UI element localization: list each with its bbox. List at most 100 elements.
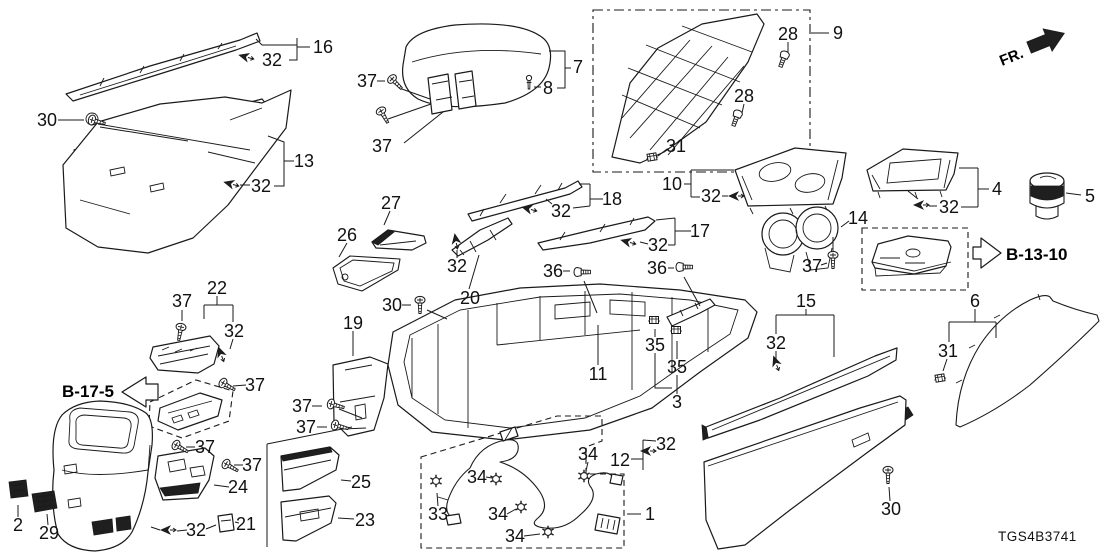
callout-4: 4 xyxy=(992,179,1002,199)
callout-31: 31 xyxy=(938,341,958,361)
callout-30: 30 xyxy=(37,110,57,130)
part-7-armrest-lid xyxy=(401,23,552,115)
part-26-console-mat xyxy=(332,255,401,292)
clip-32-icon xyxy=(728,191,745,201)
callout-33: 33 xyxy=(428,504,448,524)
callout-24: 24 xyxy=(228,477,248,497)
callout-35: 35 xyxy=(645,335,665,355)
part-12-lower-panel xyxy=(703,395,907,550)
callout-36: 36 xyxy=(543,261,563,281)
clip-34-icon xyxy=(514,500,528,514)
callout-13: 13 xyxy=(294,151,314,171)
part-4-console-trim xyxy=(866,148,959,199)
callout-20: 20 xyxy=(460,288,480,308)
part-5-cup-insert xyxy=(1029,172,1065,220)
clip-35-icon xyxy=(669,326,683,334)
clip-32-icon xyxy=(160,525,177,535)
bolt-36-icon xyxy=(573,267,591,277)
callout-34: 34 xyxy=(467,467,487,487)
bolt-28-icon xyxy=(728,108,744,128)
screw-37-icon xyxy=(374,104,393,126)
part-21-clip-bracket xyxy=(217,513,235,533)
part-18-side-garnish xyxy=(467,180,583,222)
b-13-10-arrow-icon xyxy=(972,237,1002,269)
clip-31-icon xyxy=(932,373,948,383)
callout-37: 37 xyxy=(296,417,316,437)
clip-32-icon xyxy=(237,50,256,64)
leader-lines xyxy=(17,32,1082,547)
part-2-switch xyxy=(8,479,29,499)
part-b175-switch-panel xyxy=(148,379,234,439)
part-20-bracket-rail xyxy=(451,217,513,257)
part-27-trim-strip xyxy=(371,229,427,251)
callout-7: 7 xyxy=(573,57,583,77)
callout-34: 34 xyxy=(488,504,508,524)
part-23-rear-trim xyxy=(280,495,337,542)
part-17-side-garnish xyxy=(537,216,656,251)
callout-5: 5 xyxy=(1085,186,1095,206)
clip-32-icon xyxy=(619,235,638,249)
part-25-rear-trim xyxy=(280,446,340,492)
callout-37: 37 xyxy=(172,291,192,311)
fr-direction-arrow: FR. xyxy=(997,28,1065,70)
callout-32: 32 xyxy=(551,201,571,221)
ref-b-17-5: B-17-5 xyxy=(62,382,114,401)
part-21-rear-console-cover xyxy=(52,400,153,552)
callout-8: 8 xyxy=(543,78,553,98)
screw-37-icon xyxy=(173,322,188,342)
part-b1310-module xyxy=(861,227,969,291)
callout-12: 12 xyxy=(610,450,630,470)
callout-15: 15 xyxy=(796,291,816,311)
callout-27: 27 xyxy=(381,193,401,213)
bolt-36-icon xyxy=(675,262,693,272)
callout-37: 37 xyxy=(195,437,215,457)
callout-32: 32 xyxy=(701,186,721,206)
callout-34: 34 xyxy=(505,526,525,546)
callout-9: 9 xyxy=(833,23,843,43)
diagram-code: TGS4B3741 xyxy=(998,529,1077,544)
callout-19: 19 xyxy=(343,313,363,333)
callout-17: 17 xyxy=(690,221,710,241)
fr-label: FR. xyxy=(997,45,1026,70)
callout-6: 6 xyxy=(970,291,980,311)
part-15-side-panel xyxy=(701,347,898,441)
callout-16: 16 xyxy=(313,37,333,57)
callout-23: 23 xyxy=(355,510,375,530)
callout-36: 36 xyxy=(647,258,667,278)
callout-32: 32 xyxy=(766,333,786,353)
part-11-console-frame xyxy=(387,283,758,441)
reference-labels: B-17-5 B-13-10 xyxy=(62,245,1067,401)
callout-32: 32 xyxy=(186,520,206,540)
callout-37: 37 xyxy=(372,136,392,156)
part-16-garnish-strip xyxy=(65,32,261,102)
callout-10: 10 xyxy=(662,174,682,194)
part-13-console-panel xyxy=(62,89,292,254)
bolt-28-icon xyxy=(775,49,791,69)
callout-29: 29 xyxy=(39,523,59,543)
ref-b-13-10: B-13-10 xyxy=(1006,245,1067,264)
callout-32: 32 xyxy=(656,434,676,454)
clip-32-icon xyxy=(913,200,930,210)
b-17-5-arrow-icon xyxy=(121,376,159,408)
callout-37: 37 xyxy=(242,455,262,475)
part-3-bracket xyxy=(666,298,716,327)
callout-32: 32 xyxy=(939,197,959,217)
screw-37-icon xyxy=(219,457,241,476)
callout-1: 1 xyxy=(645,504,655,524)
callout-30: 30 xyxy=(382,295,402,315)
callout-11: 11 xyxy=(589,364,608,384)
callout-25: 25 xyxy=(351,472,371,492)
callout-14: 14 xyxy=(848,208,868,228)
part-10-cupholder-trim xyxy=(734,147,847,215)
callout-35: 35 xyxy=(667,357,687,377)
clip-35-icon xyxy=(647,316,661,324)
part-6-side-panel xyxy=(955,293,1100,428)
part-1-wire-harness xyxy=(420,415,625,549)
screw-30-icon xyxy=(882,465,894,484)
callout-34: 34 xyxy=(578,444,598,464)
part-22-bracket xyxy=(149,335,220,374)
callout-3: 3 xyxy=(672,392,682,412)
part-29-switch xyxy=(31,490,58,513)
